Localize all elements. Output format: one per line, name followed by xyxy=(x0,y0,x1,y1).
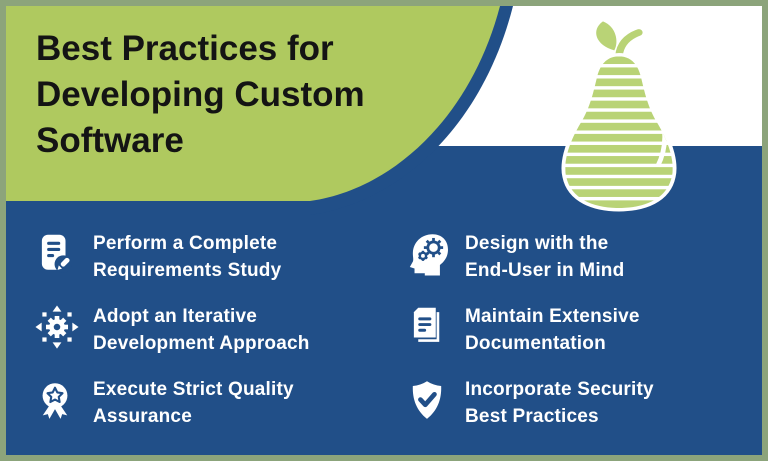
title-line: Software xyxy=(36,121,184,160)
item-label: Incorporate Security Best Practices xyxy=(465,379,654,427)
item-label: Design with the End-User in Mind xyxy=(465,233,625,281)
page-title: Best Practices for Developing Custom Sof… xyxy=(36,26,365,164)
end-user-head-gears-icon xyxy=(406,231,452,277)
list-item-security: Incorporate Security Best Practices xyxy=(406,376,654,430)
item-label: Adopt an Iterative Development Approach xyxy=(93,306,310,354)
title-line: Best Practices for xyxy=(36,29,334,68)
item-label: Maintain Extensive Documentation xyxy=(465,306,640,354)
title-line: Developing Custom xyxy=(36,75,365,114)
green-header-shape xyxy=(6,6,500,201)
pear-leaf xyxy=(596,21,617,51)
pear-stripes xyxy=(565,56,673,209)
documentation-pages-icon xyxy=(406,304,452,350)
background: Best Practices for Developing Custom Sof… xyxy=(6,6,762,455)
pear-stem xyxy=(615,29,643,59)
list-item-iterative: Adopt an Iterative Development Approach xyxy=(34,303,310,357)
quality-award-ribbon-icon xyxy=(34,377,80,423)
item-label: Perform a Complete Requirements Study xyxy=(93,233,282,281)
security-shield-check-icon xyxy=(406,377,452,423)
item-label: Execute Strict Quality Assurance xyxy=(93,379,294,427)
list-item-requirements: Perform a Complete Requirements Study xyxy=(34,230,281,284)
striped-pear-logo xyxy=(561,21,677,212)
list-item-quality: Execute Strict Quality Assurance xyxy=(34,376,294,430)
list-item-end-user: Design with the End-User in Mind xyxy=(406,230,624,284)
header-curve-graphic xyxy=(6,6,762,215)
list-item-documentation: Maintain Extensive Documentation xyxy=(406,303,640,357)
iterative-gear-arrows-icon xyxy=(34,304,80,350)
requirements-note-pen-icon xyxy=(34,231,80,277)
